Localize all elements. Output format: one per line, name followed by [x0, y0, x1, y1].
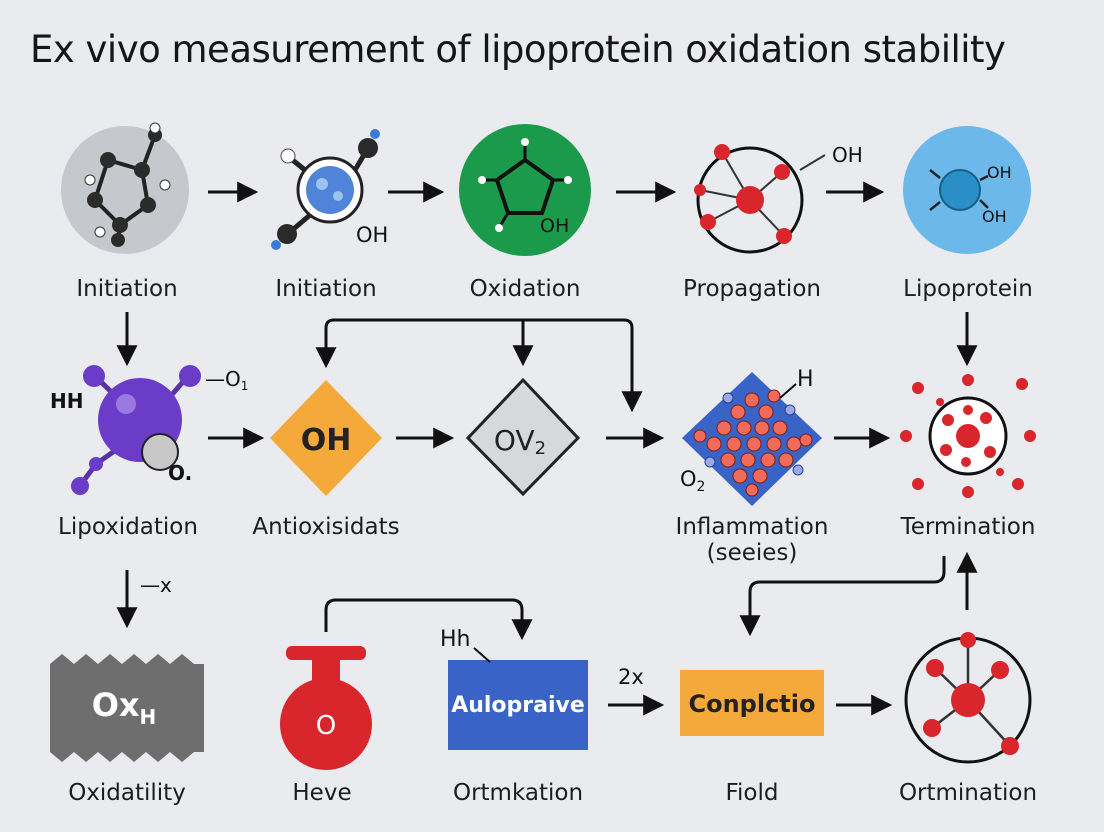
green-ring-molecule-icon: OH: [459, 124, 591, 256]
label-n1: Initiation: [76, 276, 178, 302]
n7-oh-text: OH: [301, 423, 352, 458]
label-n3: Oxidation: [469, 276, 581, 302]
two-x-label: 2x: [618, 665, 644, 689]
gray-jagged-box-icon: OxH: [50, 654, 204, 762]
n9-o2-tag: O2: [680, 467, 705, 495]
page-title: Ex vivo measurement of lipoprotein oxida…: [30, 28, 1006, 71]
label-n4: Propagation: [683, 276, 821, 302]
n13-hh-tag: Hh: [440, 627, 471, 652]
red-flask-icon: O: [280, 646, 372, 770]
molecule-blue-sphere-icon: OH: [271, 129, 388, 250]
label-n5: Lipoprotein: [903, 276, 1033, 302]
label-n13: Ortmkation: [452, 780, 584, 806]
label-n9-sub: (seeies): [706, 540, 798, 566]
n12-o-text: O: [316, 711, 336, 741]
bracket-connector: [324, 318, 643, 413]
label-n6: Lipoxidation: [58, 514, 198, 540]
n11-ox-text: OxH: [92, 686, 157, 729]
arrow-n10-n14: [739, 556, 946, 637]
red-network-molecule-icon: OH: [694, 143, 863, 254]
purple-sphere-icon: HH —O1 O.: [50, 365, 248, 495]
label-n15: Ortmination: [898, 780, 1038, 806]
n8-ov-text: OV2: [494, 424, 546, 459]
orange-box-icon: Conplctio: [680, 670, 824, 736]
red-network-circle-icon: [904, 632, 1032, 764]
label-n2: Initiation: [275, 276, 377, 302]
n13-aulopraive-text: Aulopraive: [451, 693, 585, 718]
label-n10: Termination: [900, 514, 1036, 540]
label-n9: Inflammation: [675, 514, 829, 540]
molecule-ball-stick-icon: [61, 122, 189, 254]
n2-oh-tag: OH: [356, 223, 388, 247]
n6-o-tag: —O1: [205, 367, 248, 393]
blue-sphere-icon: OH OH: [903, 126, 1031, 254]
red-nucleus-icon: [900, 374, 1036, 498]
orange-diamond-icon: OH: [270, 380, 382, 496]
n4-oh-tag: OH: [832, 143, 863, 167]
label-n14: Fiold: [725, 780, 779, 806]
minus-x-label: —x: [140, 573, 172, 597]
n9-h-tag: H: [797, 367, 814, 392]
n6-o-dot-tag: O.: [168, 461, 192, 485]
gray-diamond-icon: OV2: [465, 377, 581, 497]
n5-oh-tag-2: OH: [982, 207, 1007, 226]
label-n7: Antioxisidats: [252, 514, 400, 540]
blue-box-icon: Aulopraive Hh: [440, 627, 588, 750]
bracket-n12-n13: [324, 598, 533, 641]
n14-conplctio-text: Conplctio: [688, 690, 815, 718]
n6-hh-tag: HH: [50, 389, 83, 413]
label-n11: Oxidatility: [68, 780, 186, 806]
inflamed-cluster-icon: H O2: [680, 367, 822, 506]
n5-oh-tag-1: OH: [987, 163, 1012, 182]
n3-oh-tag: OH: [540, 215, 569, 237]
label-n12: Heve: [292, 780, 352, 806]
